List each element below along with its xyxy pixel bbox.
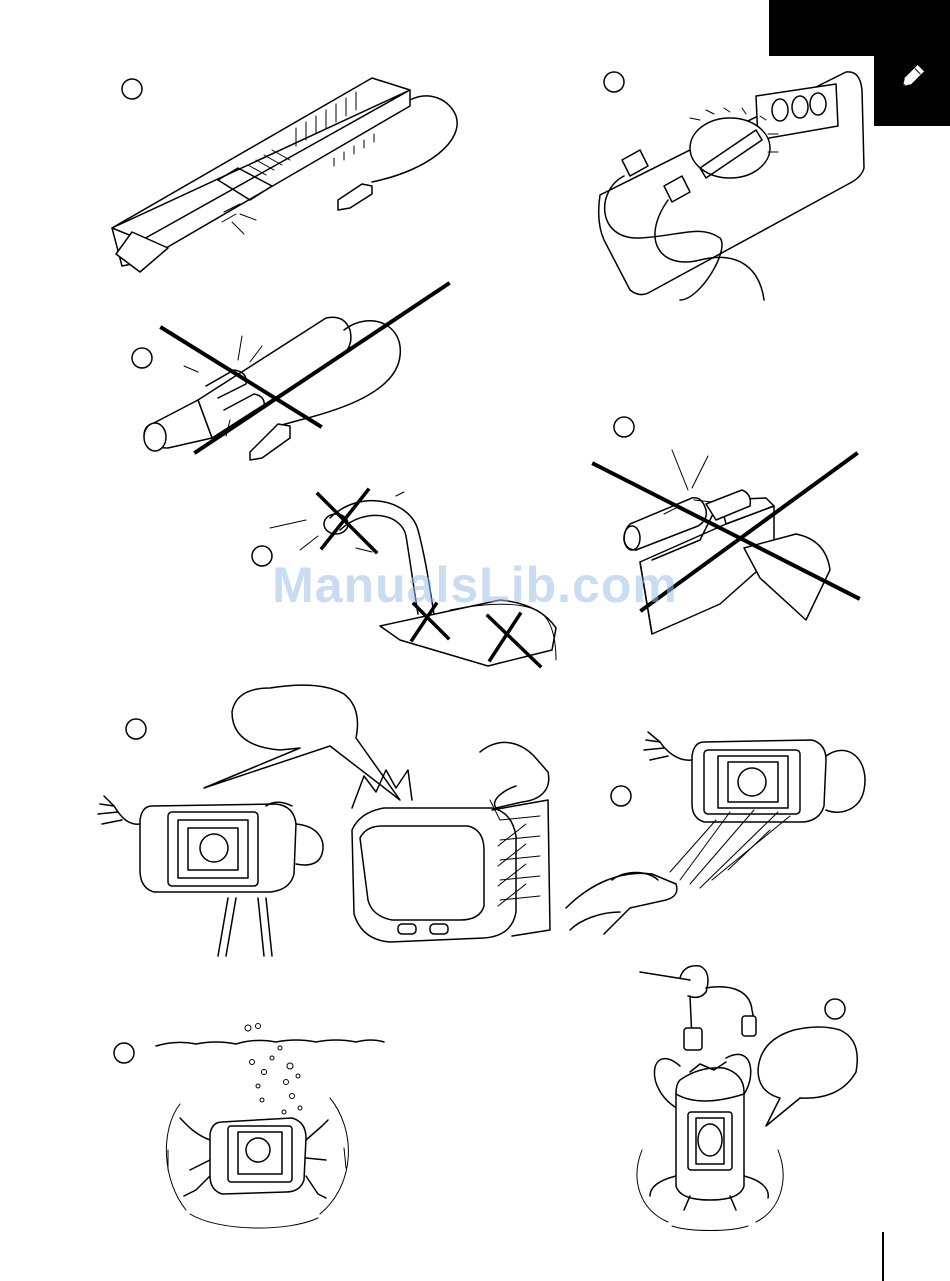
speech-bubble: [204, 685, 400, 800]
figure-number-circle: [122, 79, 142, 99]
watermark-text: ManualsLib.com: [0, 556, 950, 614]
figure-multimeter: [599, 72, 864, 300]
figure-number-circle: [114, 1043, 134, 1063]
figure-carry-handle: [637, 966, 857, 1231]
figure-number-circle: [132, 348, 152, 368]
figure-number-circle: [614, 417, 634, 437]
cross-out-mark: [196, 284, 448, 452]
figure-voltage-tester: [112, 78, 457, 272]
figure-number-circle: [611, 786, 631, 806]
page-edge-marker: [882, 1232, 884, 1281]
figure-no-submersion: [114, 1024, 384, 1229]
pencil-icon: [900, 66, 923, 89]
figure-number-circle: [825, 999, 845, 1019]
figure-test-lamp-crossed: [132, 284, 448, 460]
figure-do-not-open: [98, 685, 550, 956]
figure-no-spray: [566, 732, 865, 934]
speech-bubble: [758, 1027, 857, 1126]
figure-number-circle: [126, 719, 146, 739]
figure-number-circle: [604, 72, 624, 92]
